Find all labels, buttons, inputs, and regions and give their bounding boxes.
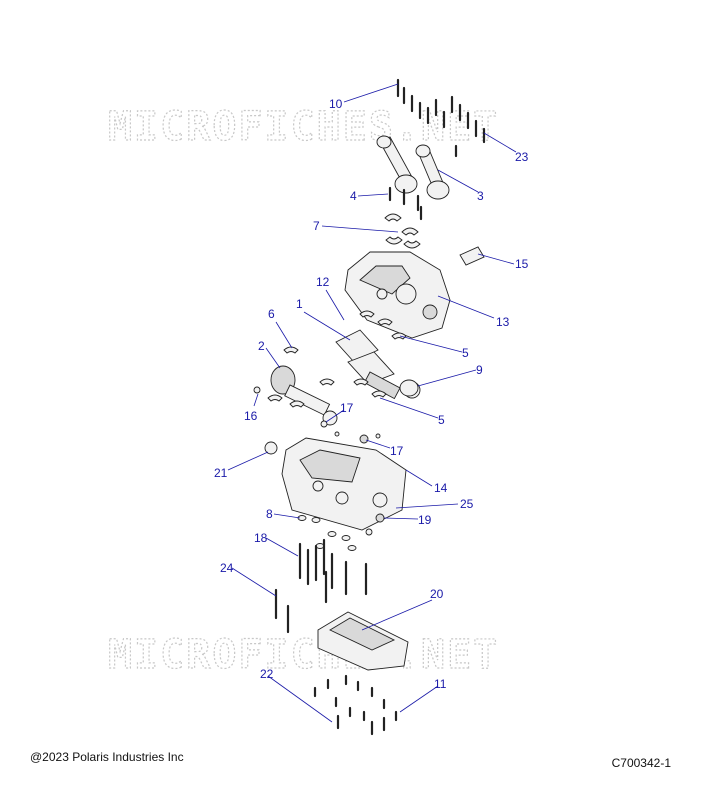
oil-seal	[399, 379, 419, 397]
lower-crankcase	[281, 437, 407, 531]
callout-24: 24	[220, 561, 234, 575]
expansion-plug	[264, 441, 278, 455]
callout-22: 22	[260, 667, 274, 681]
main-bearings	[319, 310, 407, 398]
callout-9: 9	[476, 363, 483, 377]
callout-labels: 10 23 3 4 7 15 12 1 13 6 2 5 9 16 17 5 2…	[214, 97, 529, 691]
callout-17-lower: 17	[390, 444, 404, 458]
callout-12: 12	[316, 275, 330, 289]
oil-pan	[317, 611, 409, 671]
crankcase-bolts	[274, 538, 368, 634]
thrust-washer	[459, 246, 485, 266]
upper-crankcase	[344, 251, 451, 339]
callout-4: 4	[350, 189, 357, 203]
callout-25: 25	[460, 497, 474, 511]
callout-23: 23	[515, 150, 529, 164]
callout-8: 8	[266, 507, 273, 521]
oil-pan-bolts	[313, 674, 398, 736]
plug-a	[320, 420, 328, 428]
callout-13: 13	[496, 315, 510, 329]
plug-d	[334, 431, 340, 437]
figure-id: C700342-1	[611, 756, 671, 770]
watermark-top: MICROFICHES.NET	[108, 104, 499, 150]
leader-lines	[227, 83, 517, 723]
balance-shaft	[270, 365, 338, 426]
callout-20: 20	[430, 587, 444, 601]
dowel-pin	[253, 386, 261, 394]
callout-7: 7	[313, 219, 320, 233]
callout-6: 6	[268, 307, 275, 321]
callout-5-upper: 5	[462, 346, 469, 360]
callout-10: 10	[329, 97, 343, 111]
callout-17-upper: 17	[340, 401, 354, 415]
plug-c	[375, 433, 381, 439]
callout-15: 15	[515, 257, 529, 271]
callout-18: 18	[254, 531, 268, 545]
watermark-bottom: MICROFICHES.NET	[108, 632, 499, 678]
callout-21: 21	[214, 466, 228, 480]
callout-3: 3	[477, 189, 484, 203]
callout-5-lower: 5	[438, 413, 445, 427]
rod-bearings	[384, 213, 421, 249]
plug-b	[359, 434, 369, 444]
balance-shaft-bearings	[267, 346, 305, 408]
callout-16: 16	[244, 409, 258, 423]
callout-1: 1	[296, 297, 303, 311]
connecting-rods	[376, 135, 450, 221]
callout-2: 2	[258, 339, 265, 353]
callout-19: 19	[418, 513, 432, 527]
callout-11: 11	[434, 677, 447, 691]
cylinder-bolts-group	[396, 78, 486, 158]
copyright-text: @2023 Polaris Industries Inc	[30, 750, 184, 764]
callout-14: 14	[434, 481, 448, 495]
